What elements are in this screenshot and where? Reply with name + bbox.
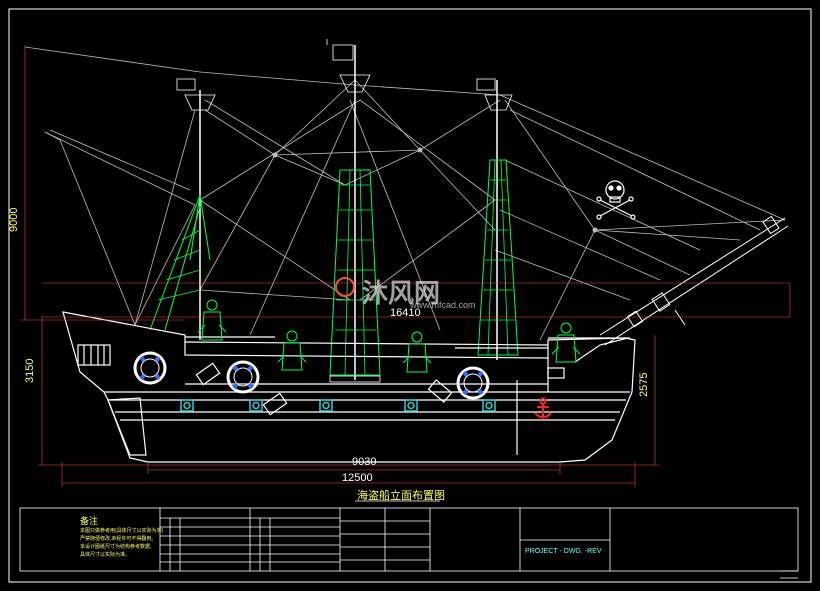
bowsprit xyxy=(599,215,789,346)
mast-left xyxy=(149,78,216,340)
portholes xyxy=(180,399,496,412)
pirate-figure xyxy=(197,299,227,341)
mast-center xyxy=(326,39,381,383)
drawing-title: 海盗船立面布置图 xyxy=(357,490,445,502)
pirate-figure xyxy=(551,322,581,363)
notes-heading: 备注 xyxy=(80,516,99,526)
lifebuoy-icon xyxy=(456,366,490,400)
title-block xyxy=(19,507,799,579)
pirate-figure xyxy=(402,331,432,373)
dimension-hull-height-right: 2575 xyxy=(638,372,650,397)
notes-line: 本设计图纸尺寸为结构参考数据, xyxy=(80,544,152,550)
rig-node xyxy=(417,147,423,153)
dimension-keel-length: 9030 xyxy=(352,456,377,468)
dimension-overall-height: 9000 xyxy=(8,207,20,232)
watermark-url: www.mfcad.com xyxy=(410,300,476,310)
notes-line: 严禁随便修改,未经许可不得翻用。 xyxy=(80,536,157,542)
dimension-hull-height-left: 3150 xyxy=(24,358,36,383)
rigging-lines xyxy=(24,46,786,341)
lifebuoy-icon xyxy=(226,360,260,394)
mast-right xyxy=(476,78,519,360)
pirate-figures xyxy=(197,299,581,373)
outer-frame xyxy=(8,8,812,583)
watermark-logo xyxy=(335,277,355,297)
dimension-lines xyxy=(20,45,791,487)
notes-line: 本图只做参考用(具体尺寸以实际为准) xyxy=(80,528,164,534)
dimension-mid-span: 16410 xyxy=(390,307,421,319)
skull-crossbones-icon xyxy=(596,180,636,220)
lifebuoy-icon xyxy=(133,351,167,385)
anchor-icon xyxy=(534,397,552,419)
rig-node xyxy=(592,227,598,233)
rig-node xyxy=(272,152,278,158)
dimension-overall-length: 12500 xyxy=(342,472,373,484)
hull xyxy=(62,311,636,463)
pirate-figure xyxy=(277,330,307,371)
project-line: PROJECT - DWG. -REV xyxy=(525,548,602,555)
watermark-text: 沐风网 xyxy=(362,278,441,308)
notes-line: 具体尺寸以实际为准。 xyxy=(80,552,131,558)
